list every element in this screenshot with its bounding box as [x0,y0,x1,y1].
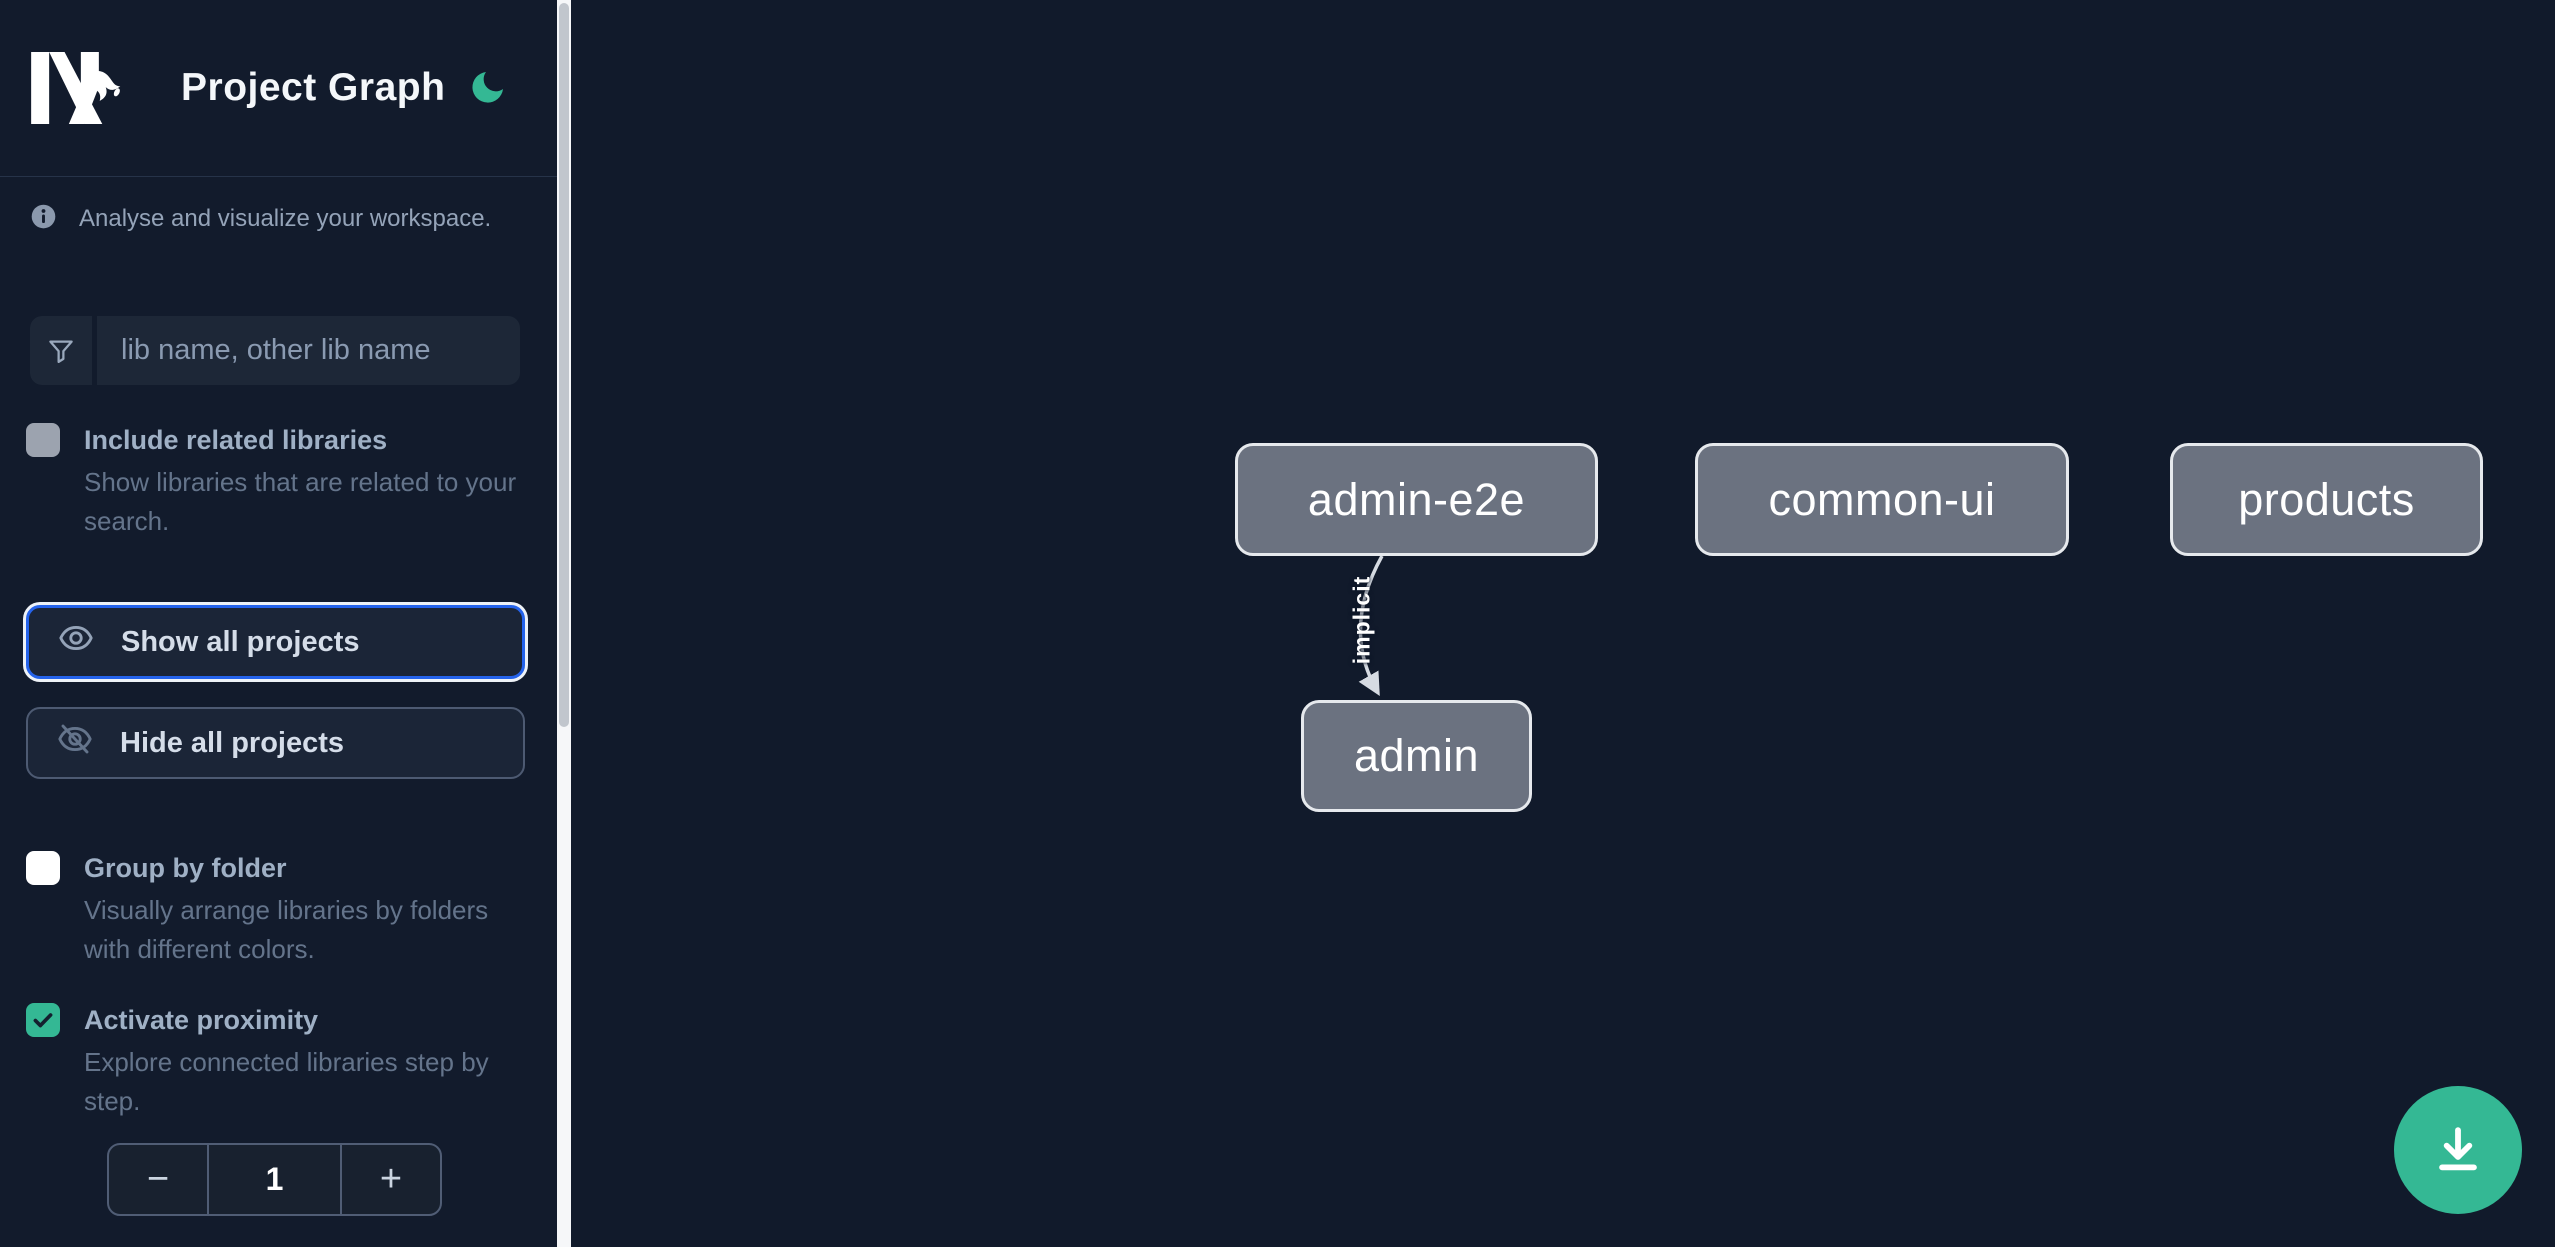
sidebar-scrollbar-track[interactable] [557,0,571,1247]
info-icon [30,203,57,235]
sidebar-header: Project Graph [0,0,557,177]
graph-node-label: products [2238,473,2415,525]
activate-proximity-label: Activate proximity [84,1005,319,1035]
search-bar [30,316,520,385]
include-related-libraries-option: Include related libraries Show libraries… [26,420,531,541]
graph-node-products[interactable]: products [2170,443,2483,556]
graph-node-label: admin-e2e [1307,473,1526,525]
graph-node-admin[interactable]: admin [1301,700,1532,812]
download-image-button[interactable] [2394,1086,2522,1214]
activate-proximity-option: Activate proximity Explore connected lib… [26,1000,531,1121]
graph-canvas[interactable]: admin-e2ecommon-uiproductsstore-e2eadmin… [571,0,2555,1247]
include-related-description: Show libraries that are related to your … [84,467,517,536]
group-by-folder-description: Visually arrange libraries by folders wi… [84,895,489,964]
activate-proximity-checkbox[interactable] [26,1003,60,1037]
search-input[interactable] [97,316,520,385]
proximity-value: 1 [207,1145,342,1214]
proximity-increment-button[interactable]: + [342,1145,440,1214]
edge-label-implicit: implicit [1348,575,1375,665]
show-all-projects-label: Show all projects [121,625,360,658]
nx-logo [26,46,122,135]
graph-node-label: common-ui [1768,473,1996,525]
moon-icon [468,71,508,110]
show-all-projects-button[interactable]: Show all projects [26,605,525,679]
group-by-folder-label: Group by folder [84,853,287,883]
eye-off-icon [56,720,94,766]
dark-mode-toggle[interactable] [462,62,514,114]
workspace-info: Analyse and visualize your workspace. [30,203,491,235]
info-text: Analyse and visualize your workspace. [79,205,492,232]
filter-funnel-icon [30,316,92,385]
download-icon [2429,1120,2487,1181]
page-title: Project Graph [181,66,446,109]
graph-edges [1358,555,1384,696]
hide-all-projects-label: Hide all projects [120,726,345,759]
proximity-decrement-button[interactable]: − [109,1145,207,1214]
group-by-folder-option: Group by folder Visually arrange librari… [26,848,531,969]
group-by-folder-checkbox[interactable] [26,851,60,885]
graph-node-common-ui[interactable]: common-ui [1695,443,2069,556]
include-related-label: Include related libraries [84,425,388,455]
include-related-checkbox[interactable] [26,423,60,457]
activate-proximity-description: Explore connected libraries step by step… [84,1047,489,1116]
hide-all-projects-button[interactable]: Hide all projects [26,707,525,779]
proximity-stepper: − 1 + [107,1143,442,1216]
sidebar: Project Graph Analyse and visualize your… [0,0,557,1247]
graph-node-label: admin [1353,730,1480,781]
graph-node-admin-e2e[interactable]: admin-e2e [1235,443,1598,556]
eye-icon [57,619,95,665]
sidebar-scrollbar-thumb[interactable] [559,3,569,727]
